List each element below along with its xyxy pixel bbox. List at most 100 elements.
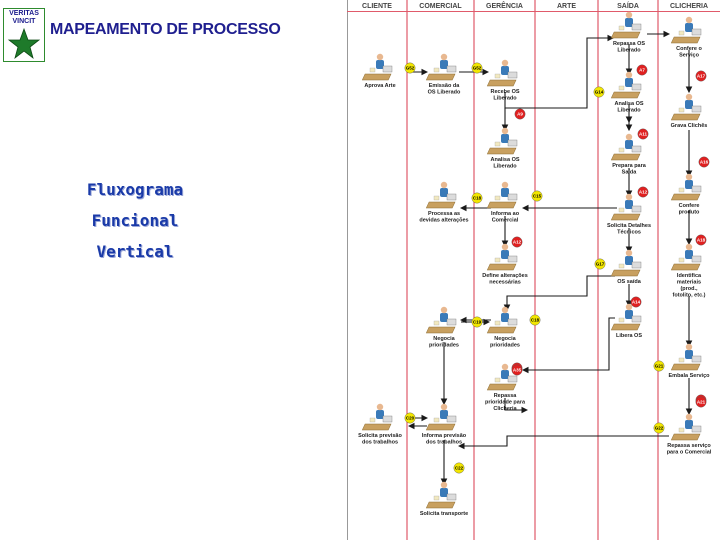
person-desk-icon <box>486 181 518 209</box>
step-label: prioridades <box>429 343 459 349</box>
step-label: Informa ao <box>491 211 520 217</box>
svg-text:G52: G52 <box>406 66 415 71</box>
svg-text:C22: C22 <box>455 466 464 471</box>
step-marker: C18 <box>471 192 483 204</box>
step-label: Solicita Detalhes <box>607 223 651 229</box>
person-desk-icon <box>610 193 642 221</box>
svg-text:A18: A18 <box>697 238 706 243</box>
step-label: Técnicos <box>617 230 641 236</box>
svg-text:C15: C15 <box>533 194 542 199</box>
svg-text:G17: G17 <box>596 262 605 267</box>
svg-text:C20: C20 <box>406 416 415 421</box>
step-label: Libera OS <box>616 333 642 339</box>
step-label: Liberado <box>617 108 641 114</box>
svg-text:A7: A7 <box>639 68 645 73</box>
person-desk-icon <box>486 363 518 391</box>
process-step-embala-servico: Embala Serviço <box>669 343 711 379</box>
person-desk-icon <box>610 133 642 161</box>
step-label: Confere o <box>676 46 702 52</box>
step-marker: A35 <box>511 364 523 376</box>
logo-line-2: VINCIT <box>12 18 36 25</box>
lane-header: SAÍDA <box>617 1 639 10</box>
step-marker: A12 <box>637 186 649 198</box>
step-label: Serviço <box>679 53 700 59</box>
step-marker: A21 <box>695 396 707 408</box>
step-marker: C22 <box>453 462 465 474</box>
step-label: Processa as <box>428 211 460 217</box>
step-label: Confere <box>679 203 700 209</box>
step-marker: A14 <box>630 296 642 308</box>
step-marker: A12 <box>511 236 523 248</box>
step-label: Analisa OS <box>614 101 643 107</box>
step-marker: A18 <box>695 234 707 246</box>
svg-text:C18: C18 <box>531 318 540 323</box>
svg-text:A21: A21 <box>697 400 706 405</box>
person-desk-icon <box>486 59 518 87</box>
lane-header: CLICHERIA <box>670 3 708 10</box>
lane-header: CLIENTE <box>362 3 392 10</box>
subtitle-line-1: Fluxograma <box>86 180 184 199</box>
step-label: Liberado <box>493 164 517 170</box>
process-step-solicita-transporte: Solicita transporte <box>420 481 468 517</box>
person-desk-icon <box>425 181 457 209</box>
person-desk-icon <box>670 243 702 271</box>
step-marker: G17 <box>594 258 606 270</box>
step-label: Clicheria <box>493 406 517 412</box>
step-marker: A17 <box>695 70 707 82</box>
step-label: Prepara para <box>612 163 647 169</box>
flow-arrow <box>503 275 615 312</box>
step-label: Repassa serviço <box>667 443 711 449</box>
svg-text:A11: A11 <box>639 132 648 137</box>
step-label: Identifica <box>677 273 702 279</box>
lane-header: GERÊNCIA <box>486 1 523 10</box>
process-step-grava-cliches: Grava Clichês <box>670 93 707 129</box>
person-desk-icon <box>610 11 642 39</box>
step-label: Recebe OS <box>490 89 519 95</box>
step-marker: C20 <box>404 412 416 424</box>
svg-text:A9: A9 <box>517 112 523 117</box>
step-label: Saída <box>622 170 638 176</box>
step-marker: C15 <box>531 190 543 202</box>
step-label: prioridade para <box>485 400 526 406</box>
svg-text:C18: C18 <box>473 196 482 201</box>
step-marker: C18 <box>529 314 541 326</box>
step-label: Solicita previsão <box>358 433 402 439</box>
subtitle-line-3: Vertical <box>96 242 174 261</box>
flow-arrow <box>504 34 615 109</box>
step-label: Define alterações <box>482 273 528 279</box>
star-icon <box>7 27 41 60</box>
step-label: Solicita transporte <box>420 511 468 517</box>
flow-arrow <box>521 317 615 374</box>
person-desk-icon <box>486 243 518 271</box>
logo-line-1: VERITAS <box>9 10 39 17</box>
person-desk-icon <box>425 481 457 509</box>
step-label: (prod., <box>680 286 698 292</box>
svg-text:A14: A14 <box>632 300 641 305</box>
page-title: MAPEAMENTO DE PROCESSO <box>50 21 281 38</box>
step-label: prioridades <box>490 343 520 349</box>
person-desk-icon <box>670 93 702 121</box>
svg-text:A16: A16 <box>700 160 709 165</box>
subtitle-line-2: Funcional <box>91 211 179 230</box>
step-marker: G52 <box>404 62 416 74</box>
step-label: necessárias <box>489 280 521 286</box>
step-label: dos trabalhos <box>426 440 462 446</box>
step-label: Repassa OS <box>613 41 645 47</box>
person-desk-icon <box>486 306 518 334</box>
step-label: Informa previsão <box>422 433 467 439</box>
person-desk-icon <box>670 16 702 44</box>
step-label: Embala Serviço <box>669 373 711 379</box>
